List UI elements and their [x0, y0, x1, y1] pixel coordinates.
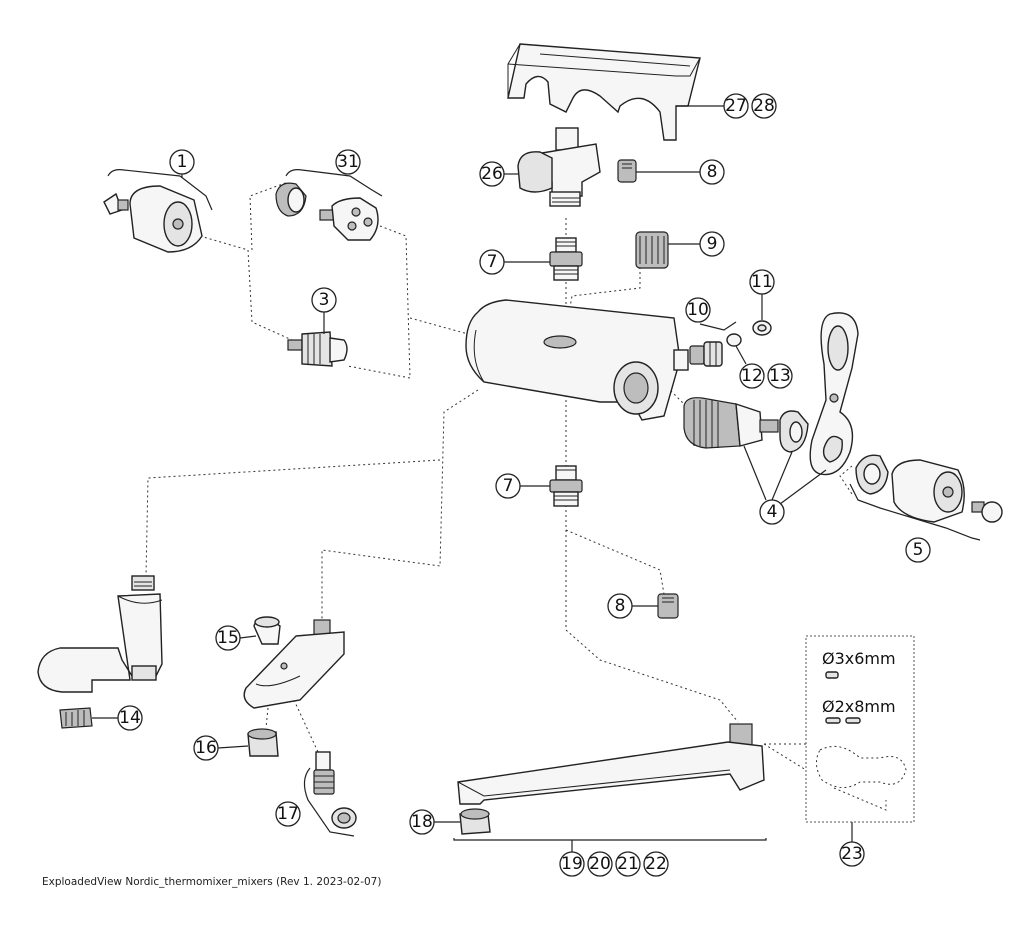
callout-15: 15 [215, 625, 257, 651]
pin-size-b: Ø2x8mm [822, 697, 896, 716]
callout-28: 28 [751, 93, 777, 119]
callout-23: 23 [839, 822, 865, 867]
callout-22: 22 [643, 851, 669, 877]
connector-nipple-top [549, 237, 583, 281]
callout-3: 3 [311, 287, 337, 334]
svg-text:11: 11 [751, 272, 773, 292]
svg-text:27: 27 [725, 96, 747, 116]
handle-left [103, 185, 203, 253]
aerator-16 [247, 728, 279, 757]
callout-1: 1 [169, 149, 195, 178]
aerator-14 [59, 707, 93, 729]
callout-7-top: 7 [479, 249, 550, 275]
connector-nipple-bottom [549, 465, 583, 507]
callout-17: 17 [275, 801, 301, 827]
svg-text:3: 3 [319, 290, 330, 310]
filter-cap-top [617, 159, 637, 183]
callout-13: 13 [767, 363, 793, 389]
spout-middle [243, 619, 345, 709]
callout-16: 16 [193, 735, 249, 761]
callout-18: 18 [409, 809, 460, 835]
cap-15 [253, 616, 281, 645]
callout-12: 12 [735, 345, 765, 389]
svg-text:7: 7 [503, 476, 514, 496]
spindle-valve [287, 331, 348, 367]
svg-text:21: 21 [617, 854, 639, 874]
diverter-valve [517, 127, 601, 207]
svg-text:8: 8 [707, 162, 718, 182]
callout-26: 26 [479, 161, 518, 187]
spanner-wrench [809, 312, 859, 476]
ceramic-cartridge [275, 182, 379, 241]
pin-size-a: Ø3x6mm [822, 649, 896, 668]
svg-text:8: 8 [615, 596, 626, 616]
svg-text:28: 28 [753, 96, 775, 116]
callout-14: 14 [92, 705, 143, 731]
svg-text:31: 31 [337, 152, 359, 172]
valve-insert-17 [313, 751, 357, 829]
callout-21: 21 [615, 851, 641, 877]
svg-text:19: 19 [561, 854, 583, 874]
svg-text:26: 26 [481, 164, 503, 184]
small-check-valve [689, 333, 742, 367]
svg-text:18: 18 [411, 812, 433, 832]
spare-kit: Ø3x6mm Ø2x8mm [805, 635, 915, 823]
filter-cap-bottom [657, 593, 679, 619]
callout-4: 4 [743, 445, 827, 525]
callout-5: 5 [905, 537, 931, 563]
svg-text:5: 5 [913, 540, 924, 560]
handle-right [855, 454, 1003, 523]
thermostatic-cartridge [683, 397, 809, 453]
callout-19: 19 [559, 840, 585, 877]
wall-bracket [507, 43, 701, 141]
callout-10: 10 [685, 297, 711, 323]
callout-31: 31 [335, 149, 361, 175]
callout-8-top: 8 [636, 159, 725, 185]
swing-spout [457, 723, 765, 805]
callout-27: 27 [676, 93, 749, 119]
mixer-body [465, 299, 689, 421]
callout-9: 9 [668, 231, 725, 257]
svg-text:15: 15 [217, 628, 239, 648]
callout-20: 20 [587, 851, 613, 877]
check-valve-cartridge [635, 231, 669, 269]
callout-11: 11 [749, 269, 775, 320]
callout-8-bottom: 8 [607, 593, 658, 619]
tub-spout-left [37, 575, 163, 693]
revision-footer: ExploadedView Nordic_thermomixer_mixers … [42, 876, 382, 888]
svg-text:10: 10 [687, 300, 709, 320]
aerator-18 [459, 808, 491, 835]
washer-11 [752, 320, 772, 336]
svg-text:16: 16 [195, 738, 217, 758]
svg-text:22: 22 [645, 854, 667, 874]
svg-text:14: 14 [119, 708, 141, 728]
svg-text:4: 4 [767, 502, 778, 522]
assembly-lines [145, 181, 853, 771]
callout-7-bottom: 7 [495, 473, 550, 499]
svg-text:23: 23 [841, 844, 863, 864]
svg-text:17: 17 [277, 804, 299, 824]
svg-text:12: 12 [741, 366, 763, 386]
svg-text:1: 1 [177, 152, 188, 172]
svg-text:13: 13 [769, 366, 791, 386]
svg-text:20: 20 [589, 854, 611, 874]
svg-text:7: 7 [487, 252, 498, 272]
svg-text:9: 9 [707, 234, 718, 254]
